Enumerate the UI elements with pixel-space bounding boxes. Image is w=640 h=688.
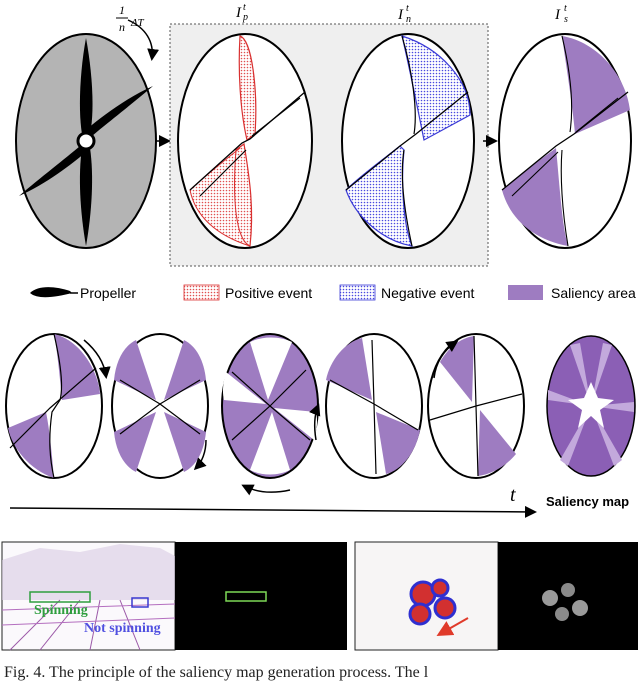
- drone-photo-saliency: [498, 542, 638, 650]
- svg-text:1: 1: [119, 3, 125, 17]
- svg-text:I: I: [554, 7, 561, 23]
- sequence-frame-5: [427, 333, 525, 479]
- rotation-arrow-4: [241, 484, 291, 496]
- svg-text:I: I: [397, 7, 404, 23]
- saliency-map-label: Saliency map: [546, 494, 629, 509]
- sequence-frame-1: [5, 333, 103, 479]
- svg-text:n: n: [119, 20, 125, 34]
- in-label: I t n: [397, 3, 411, 25]
- period-label: 1 n ΔT: [116, 3, 144, 34]
- figure-caption: Fig. 4. The principle of the saliency ma…: [4, 664, 429, 681]
- svg-text:Saliency area: Saliency area: [551, 285, 636, 301]
- svg-text:t: t: [564, 3, 567, 14]
- legend: Propeller Positive event Negative event …: [30, 284, 636, 301]
- svg-text:ΔT: ΔT: [130, 17, 144, 29]
- rotation-arrow-5: [309, 403, 321, 441]
- svg-text:p: p: [242, 12, 248, 23]
- sequence-frame-3: [221, 333, 319, 479]
- positive-event-panel: [177, 33, 313, 249]
- drone-photo-events: [354, 541, 499, 651]
- svg-text:Positive event: Positive event: [225, 285, 312, 301]
- sequence-frame-4: [325, 333, 423, 479]
- svg-text:n: n: [406, 14, 411, 25]
- is-label: I t s: [554, 3, 568, 25]
- svg-text:Not spinning: Not spinning: [84, 621, 161, 636]
- positive-swatch: [183, 284, 220, 301]
- negative-event-panel: [341, 33, 475, 249]
- sequence-frame-2: [111, 333, 209, 479]
- saliency-swatch: [508, 285, 543, 300]
- saliency-map-panel: [546, 335, 636, 477]
- scene-photo-events: Spinning Not spinning: [1, 541, 176, 651]
- propeller-icon: [30, 287, 72, 298]
- scene-photo-saliency: [175, 542, 347, 650]
- svg-text:I: I: [235, 5, 242, 21]
- rotation-arrow-2: [83, 339, 111, 379]
- svg-text:Negative event: Negative event: [381, 285, 475, 301]
- time-axis-label: t: [510, 484, 516, 506]
- rotation-arrow: [127, 19, 160, 61]
- svg-text:Propeller: Propeller: [80, 285, 136, 301]
- negative-swatch: [339, 284, 376, 301]
- ip-label: I t p: [235, 2, 248, 23]
- rotation-arrow-6: [433, 340, 459, 379]
- svg-text:t: t: [243, 2, 246, 13]
- propeller-panel: [15, 33, 157, 249]
- rotation-arrow-3: [193, 439, 207, 471]
- time-axis: [9, 505, 537, 518]
- saliency-panel: [498, 33, 632, 249]
- svg-text:t: t: [406, 3, 409, 14]
- svg-text:s: s: [564, 14, 568, 25]
- svg-text:Spinning: Spinning: [34, 603, 88, 618]
